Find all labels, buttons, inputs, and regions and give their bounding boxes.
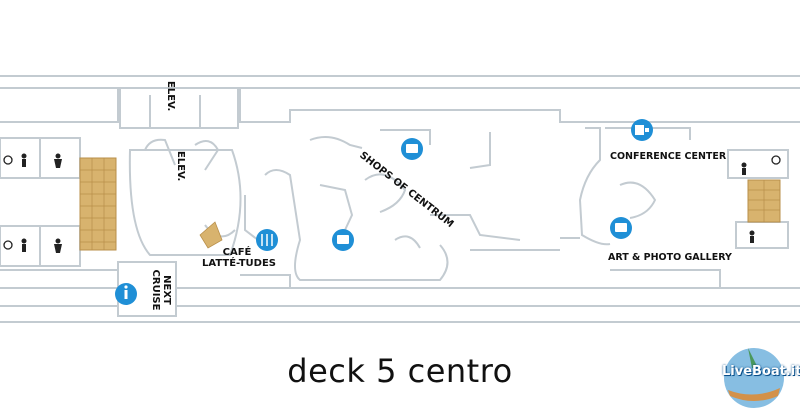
cafe-label: CAFÉ LATTÉ-TUDES (202, 247, 276, 269)
deck-caption: deck 5 centro (287, 352, 513, 390)
right-stair (747, 179, 781, 223)
elevator-label-top: ELEV. (165, 81, 176, 112)
accessible-icon (771, 155, 781, 165)
next-cruise-room (117, 261, 177, 317)
left-restroom-area (0, 137, 81, 267)
shops-walls (244, 129, 560, 281)
watermark-text: LiveBoat.it (722, 364, 800, 379)
dining-icon[interactable] (256, 229, 278, 251)
elevator-top (119, 87, 239, 129)
accessible-icon (3, 155, 13, 250)
next-cruise-line1: NEXT (161, 275, 172, 305)
liveboat-watermark: LiveBoat.it (708, 338, 800, 410)
restroom-icon (741, 162, 755, 243)
left-stair (79, 157, 117, 251)
next-cruise-label: NEXT CRUISE (150, 268, 172, 312)
next-cruise-line2: CRUISE (150, 269, 161, 311)
conference-icon[interactable] (631, 119, 653, 141)
conference-center-label: CONFERENCE CENTER (610, 151, 727, 162)
atrium-stair (199, 221, 223, 249)
info-icon[interactable] (115, 283, 137, 305)
elevator-label-atrium: ELEV. (175, 151, 186, 182)
cafe-label-line2: LATTÉ-TUDES (202, 258, 276, 269)
shopping-icon[interactable] (332, 229, 354, 251)
deck-plan-map (0, 75, 800, 323)
cafe-label-line1: CAFÉ (222, 247, 252, 258)
liveboat-logo-icon (724, 348, 784, 408)
restroom-icon (21, 153, 62, 253)
gallery-icon[interactable] (610, 217, 632, 239)
art-gallery-label: ART & PHOTO GALLERY (608, 252, 732, 263)
shopping-icon[interactable] (401, 138, 423, 160)
